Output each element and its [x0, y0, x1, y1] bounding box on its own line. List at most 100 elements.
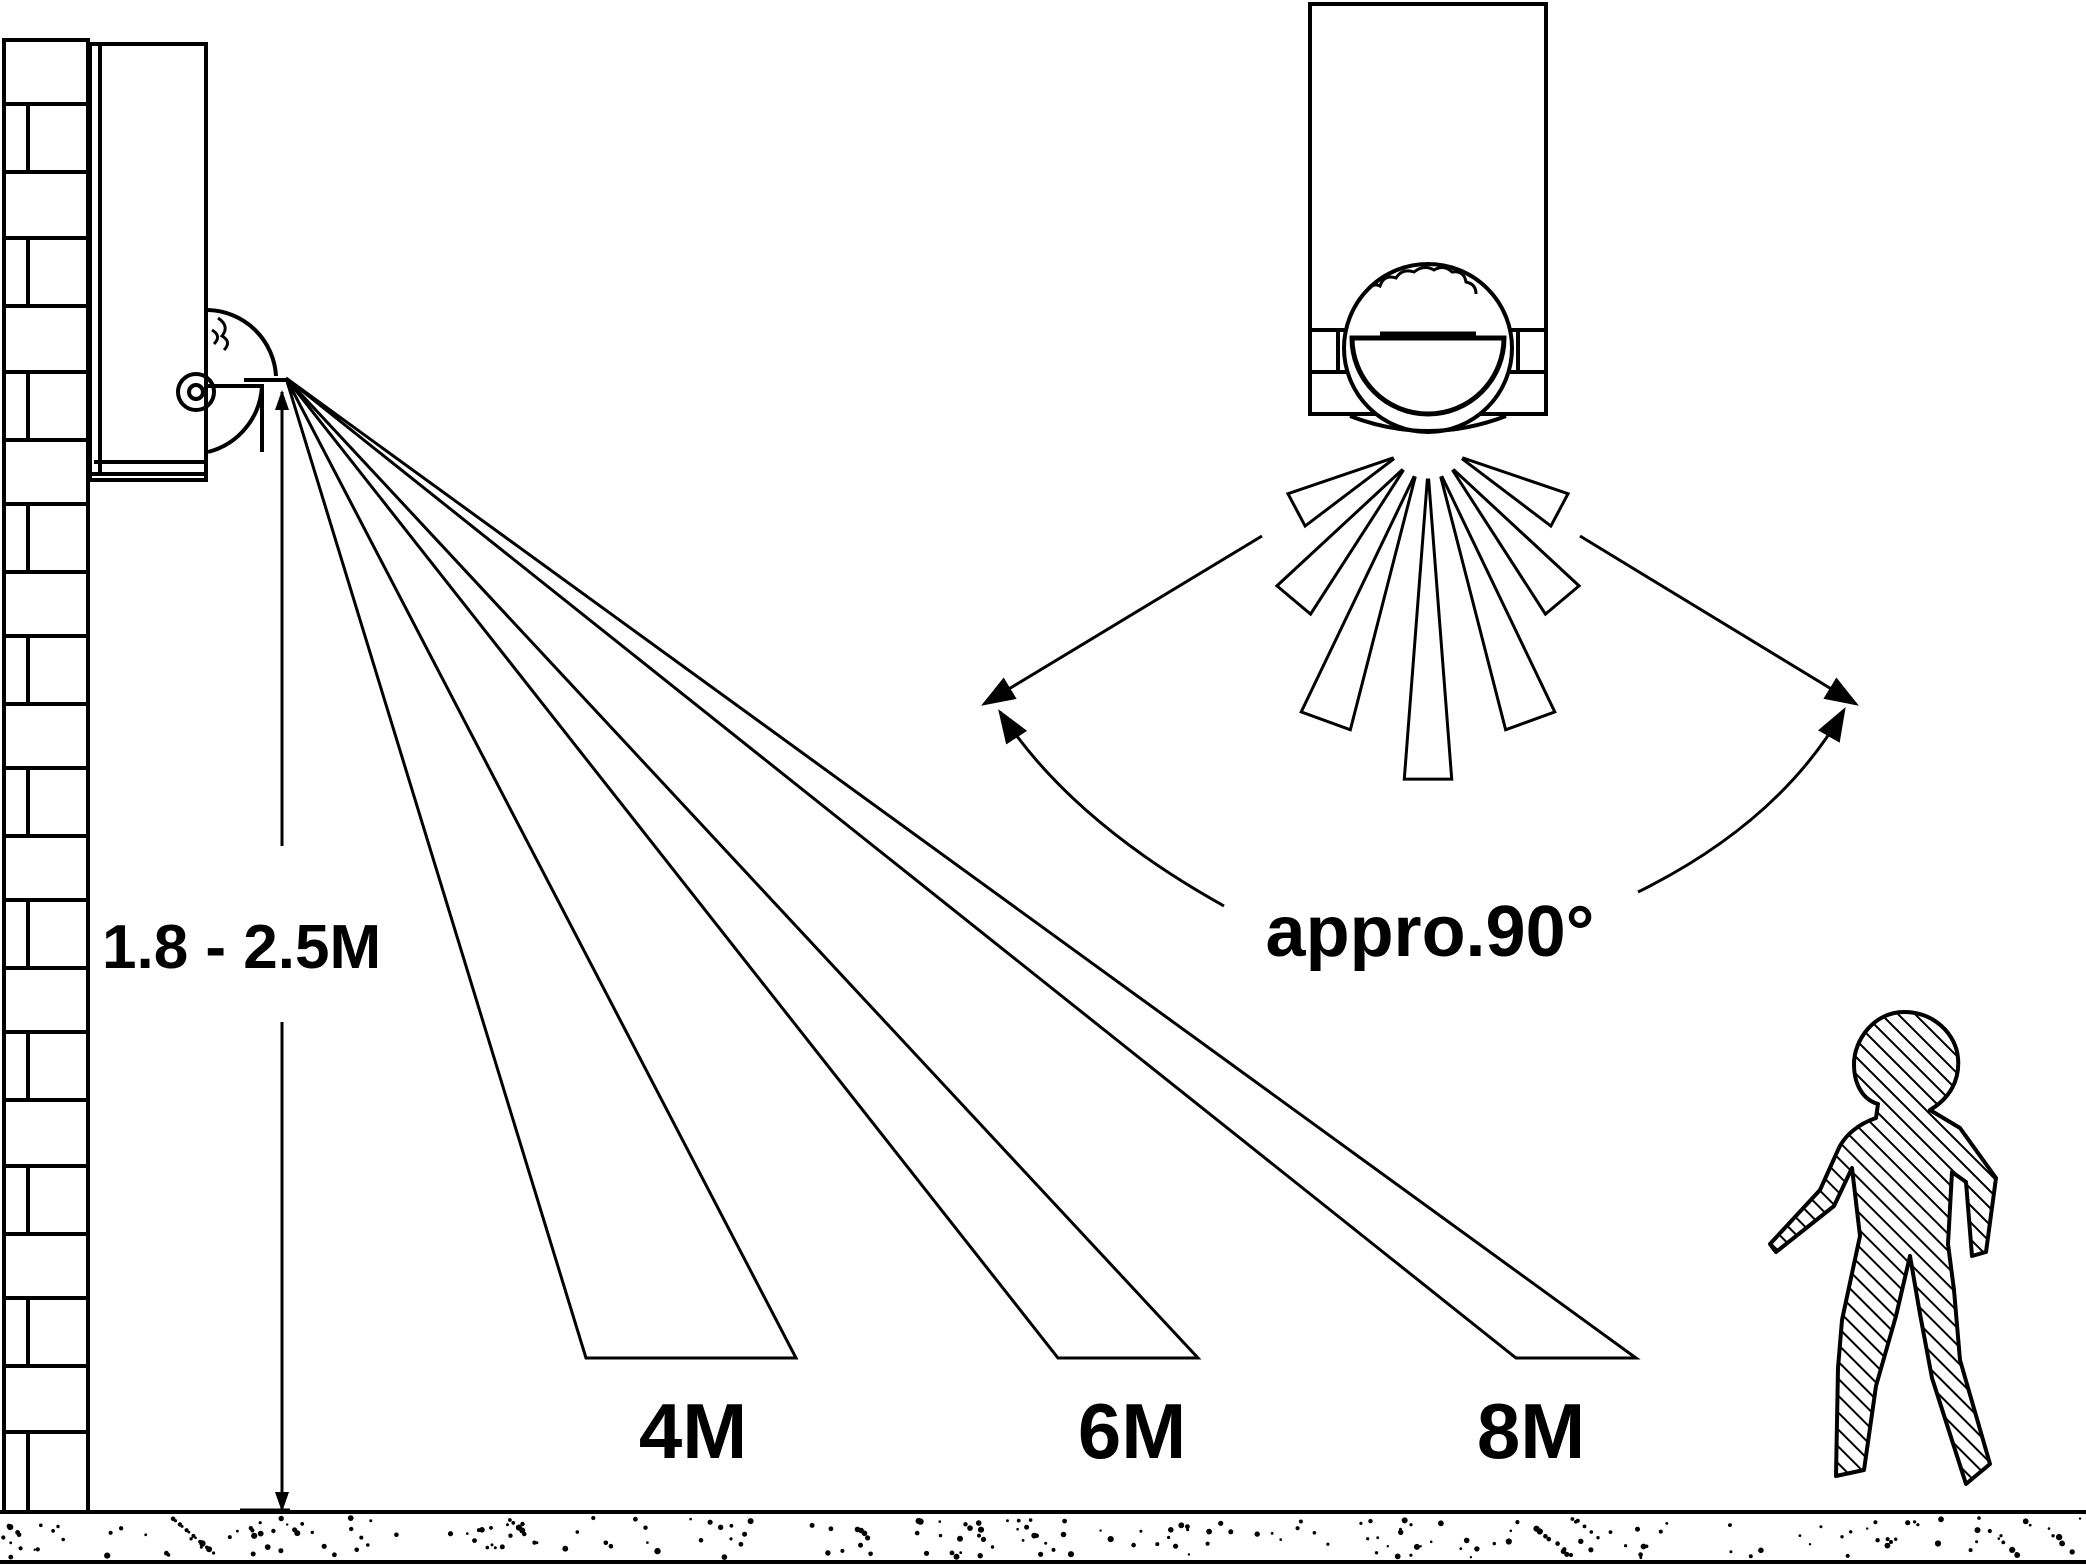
ground-speckle: [1187, 1553, 1191, 1556]
ground-speckle: [1295, 1526, 1300, 1531]
ground-speckle: [56, 1524, 60, 1529]
ground-speckle: [1463, 1537, 1470, 1544]
ground-speckle: [809, 1522, 815, 1528]
ground-speckle: [508, 1518, 512, 1522]
ground-speckle: [1016, 1527, 1019, 1531]
ground-speckle: [16, 1532, 22, 1537]
ground-speckle: [278, 1515, 284, 1522]
ground-speckle: [1999, 1534, 2003, 1538]
ground-speckle: [1975, 1540, 1979, 1544]
fan-segment: [1285, 456, 1395, 529]
ground-speckle: [858, 1542, 863, 1548]
ground-speckle: [729, 1523, 734, 1528]
ground-speckle: [166, 1553, 171, 1557]
height-dimension: [240, 390, 290, 1512]
ground-speckle: [1060, 1531, 1067, 1538]
fan-segment: [1274, 468, 1405, 617]
ground-speckle: [840, 1548, 845, 1553]
ground-speckle: [1205, 1541, 1210, 1546]
ground-speckle: [1270, 1532, 1274, 1535]
ground-speckle: [1099, 1529, 1102, 1532]
ground-speckle: [300, 1522, 305, 1526]
ground-speckle: [447, 1531, 454, 1537]
fan-segment: [1402, 478, 1454, 781]
ground-speckle: [1028, 1518, 1033, 1522]
ground-speckle: [258, 1521, 262, 1525]
ground-speckle: [1168, 1527, 1174, 1533]
ground-speckle: [1640, 1543, 1647, 1550]
ground-speckle: [868, 1551, 873, 1557]
ground-speckle: [1492, 1541, 1497, 1546]
ground-speckle: [1509, 1529, 1513, 1533]
ground-speckle: [532, 1540, 537, 1545]
ground-speckle: [1987, 1528, 1992, 1534]
ground-speckle: [575, 1530, 580, 1534]
ground-speckle: [108, 1530, 113, 1535]
ground-speckle: [1376, 1536, 1380, 1540]
ground-speckle: [603, 1540, 609, 1546]
fan-segment: [1299, 475, 1417, 732]
ground-speckle: [1568, 1552, 1574, 1558]
ground-speckle: [1067, 1551, 1075, 1558]
ground-speckle: [2055, 1533, 2063, 1541]
ground-speckle: [2069, 1549, 2075, 1555]
fan-segment: [1451, 468, 1582, 617]
ground-speckle: [717, 1524, 724, 1531]
ground-speckle: [967, 1525, 973, 1531]
ground-speckle: [1505, 1538, 1512, 1545]
angle-indicator: [981, 534, 1859, 908]
ground-speckle: [18, 1546, 23, 1551]
angle-label: appro.90°: [1266, 892, 1595, 972]
ground-speckle: [1536, 1528, 1543, 1535]
ground-speckle: [187, 1530, 191, 1534]
ground-speckle: [1589, 1530, 1594, 1534]
ground-speckle: [227, 1535, 232, 1540]
ground-speckle: [489, 1526, 493, 1530]
ground-speckle: [914, 1530, 920, 1536]
ground-speckle: [1459, 1547, 1463, 1550]
fan-segment: [1439, 475, 1557, 732]
ground-speckle: [1866, 1527, 1869, 1530]
ground-speckle: [321, 1543, 327, 1549]
ground-speckle: [2061, 1542, 2065, 1546]
ground-speckle: [1409, 1523, 1413, 1527]
detection-fan: [1274, 456, 1582, 781]
ground-speckle: [1374, 1551, 1379, 1555]
ground-speckle: [1608, 1530, 1613, 1534]
ground-speckle: [9, 1541, 13, 1545]
ground-speckle: [698, 1538, 704, 1543]
ground-speckle: [1934, 1540, 1942, 1547]
ground-speckle: [1044, 1541, 1048, 1545]
ground-speckle: [977, 1533, 981, 1538]
ground-speckle: [278, 1548, 284, 1554]
ground-speckle: [1546, 1536, 1552, 1542]
ground-speckle: [1635, 1526, 1640, 1532]
ground-speckle: [1564, 1551, 1570, 1557]
ground-speckle: [1665, 1522, 1669, 1525]
ground-speckle: [1394, 1553, 1401, 1560]
ground-speckle: [923, 1550, 930, 1556]
ground-speckle: [1578, 1538, 1584, 1545]
ground-speckle: [8, 1554, 14, 1560]
ground-speckle: [236, 1529, 239, 1533]
ground-speckle: [485, 1545, 490, 1550]
ground-speckle: [1639, 1556, 1643, 1560]
ground: [0, 1510, 2086, 1564]
ground-speckle: [938, 1520, 942, 1523]
ground-speckle: [1916, 1523, 1920, 1527]
ground-speckle: [173, 1519, 177, 1523]
ground-speckle: [1748, 1554, 1753, 1559]
range-label-6m: 6M: [1078, 1387, 1186, 1475]
ground-speckle: [1398, 1529, 1404, 1536]
ground-speckle: [721, 1554, 728, 1560]
ground-speckle: [1884, 1542, 1891, 1549]
ground-speckle: [61, 1537, 65, 1542]
ground-speckle: [359, 1535, 364, 1540]
ground-speckle: [938, 1533, 943, 1538]
ground-speckle: [1819, 1525, 1823, 1529]
ground-speckle: [1808, 1543, 1812, 1546]
ground-speckle: [1596, 1536, 1600, 1540]
ground-speckle: [184, 1528, 189, 1533]
ground-speckle: [1366, 1537, 1370, 1541]
ground-speckle: [1186, 1528, 1190, 1532]
